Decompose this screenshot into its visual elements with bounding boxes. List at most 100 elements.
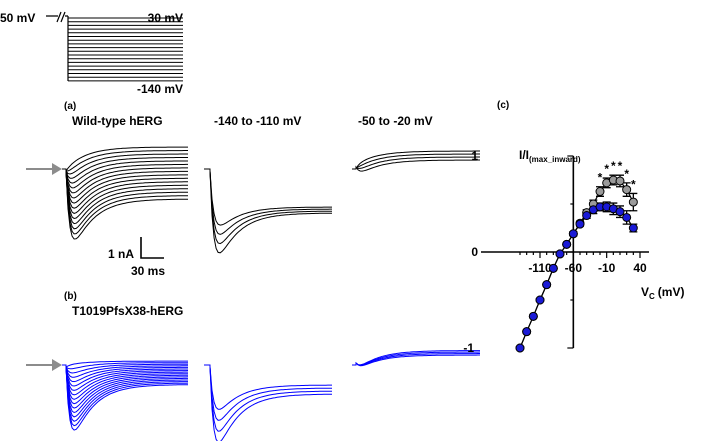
- current-trace: [62, 364, 188, 414]
- significance-mark: *: [624, 167, 629, 181]
- current-trace: [62, 364, 189, 409]
- data-point: [622, 185, 632, 195]
- data-point: [628, 197, 638, 207]
- current-trace: [352, 350, 480, 366]
- panel-b-label: (b): [64, 291, 77, 302]
- current-trace: [62, 168, 189, 230]
- axis-break-icon: [46, 11, 68, 23]
- y-axis-label: I/I(max_inward): [519, 148, 581, 164]
- current-trace: [62, 364, 188, 383]
- current-trace: [204, 168, 332, 254]
- data-point: [595, 187, 605, 197]
- significance-mark: *: [604, 162, 609, 176]
- current-trace: [62, 362, 188, 370]
- holding-potential-label: 50 mV: [0, 11, 35, 25]
- current-trace: [62, 168, 188, 214]
- data-point: [628, 223, 638, 233]
- x-axis-label: VC(mV): [641, 285, 684, 301]
- current-trace: [62, 364, 189, 391]
- current-trace: [62, 150, 188, 172]
- data-point: [522, 327, 532, 337]
- current-trace: [352, 354, 480, 367]
- data-point: [515, 343, 525, 353]
- data-point: [582, 211, 592, 221]
- current-trace: [62, 364, 188, 431]
- x-tick-label: -10: [598, 261, 616, 275]
- current-trace: [204, 168, 332, 235]
- current-trace: [62, 157, 188, 179]
- current-trace: [204, 168, 332, 226]
- data-point: [615, 207, 625, 217]
- current-trace: [62, 168, 188, 220]
- mutant-traces-depolarized: [352, 350, 481, 367]
- current-trace: [352, 153, 480, 170]
- arrow-icon: [26, 163, 62, 175]
- current-trace: [352, 150, 480, 170]
- significance-mark: *: [631, 177, 636, 191]
- data-point: [542, 280, 552, 290]
- current-trace: [352, 351, 481, 366]
- wild-type-traces-hyperpolarized: [204, 168, 332, 254]
- current-trace: [352, 353, 480, 366]
- scale-bar: 1 nA 30 ms: [108, 237, 165, 278]
- current-trace: [352, 159, 480, 172]
- current-trace: [204, 364, 332, 410]
- current-trace: [62, 364, 188, 405]
- current-trace: [204, 364, 332, 441]
- data-point: [562, 239, 572, 249]
- data-point: [528, 311, 538, 321]
- data-point: [555, 249, 565, 259]
- wild-type-traces-depolarized: [352, 150, 480, 172]
- x-tick-label: 40: [633, 261, 647, 275]
- wild-type-traces-full: [62, 146, 189, 240]
- data-point: [535, 295, 545, 305]
- current-trace: [204, 364, 332, 432]
- mutant-traces-full: [62, 360, 189, 431]
- column-3-title: -50 to -20 mV: [358, 114, 433, 128]
- panel-a-label: (a): [64, 101, 76, 112]
- y-tick-label: -1: [463, 341, 474, 355]
- current-trace: [62, 167, 188, 194]
- current-trace: [62, 168, 188, 209]
- significance-mark: *: [618, 159, 623, 173]
- panel-c-label: (c): [497, 100, 509, 111]
- current-trace: [62, 168, 188, 225]
- current-trace: [62, 364, 188, 400]
- current-trace: [62, 364, 188, 378]
- voltage-protocol: 50 mV 30 mV -140 mV: [0, 11, 183, 96]
- current-trace: [62, 364, 188, 418]
- current-trace: [62, 153, 188, 175]
- protocol-steps: [67, 16, 183, 82]
- data-point: [622, 212, 632, 222]
- significance-mark: *: [611, 159, 616, 173]
- data-point: [615, 176, 625, 186]
- current-trace: [62, 168, 188, 240]
- current-trace: [62, 364, 188, 422]
- current-trace: [62, 360, 188, 368]
- protocol-top-label: 30 mV: [148, 11, 183, 25]
- arrow-icon: [26, 359, 62, 371]
- significance-mark: *: [598, 171, 603, 185]
- protocol-bottom-label: -140 mV: [137, 82, 183, 96]
- y-tick-label: 1: [471, 149, 478, 163]
- mutant-traces-hyperpolarized: [204, 364, 332, 441]
- current-trace: [204, 168, 332, 245]
- mutant-title: T1019PfsX38-hERG: [72, 304, 183, 318]
- scale-bar-current-label: 1 nA: [108, 247, 134, 261]
- data-point: [568, 229, 578, 239]
- data-point: [575, 219, 585, 229]
- current-trace: [62, 163, 188, 189]
- current-trace: [352, 156, 480, 170]
- current-trace: [62, 364, 188, 387]
- current-trace: [62, 364, 188, 396]
- current-trace: [62, 363, 188, 374]
- current-trace: [204, 364, 332, 421]
- y-tick-label: 0: [471, 245, 478, 259]
- series-line: [519, 206, 634, 349]
- current-trace: [62, 160, 188, 184]
- current-trace: [62, 146, 188, 173]
- current-trace: [62, 168, 188, 199]
- wild-type-title: Wild-type hERG: [72, 114, 163, 128]
